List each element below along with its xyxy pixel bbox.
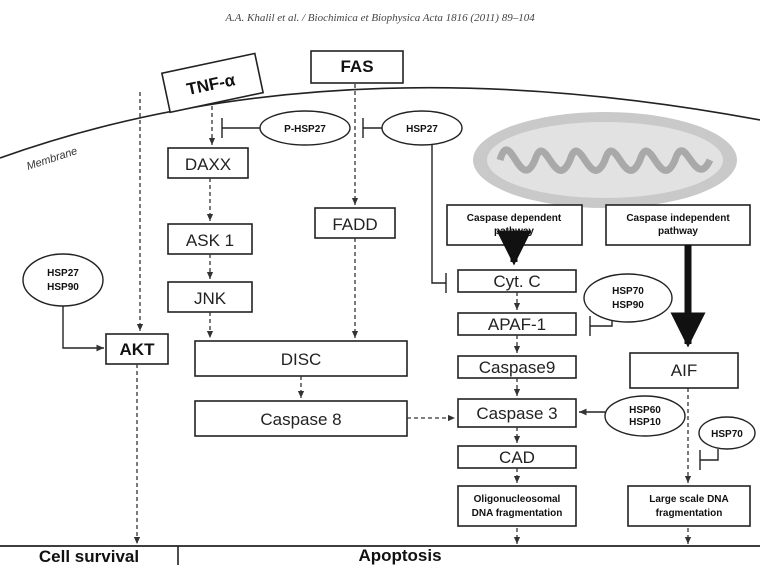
oligo-line2: DNA fragmentation: [472, 508, 563, 519]
tnf-alpha-receptor: TNF-α: [160, 52, 265, 114]
ask1-label: ASK 1: [186, 231, 234, 250]
aif-hsp70-label: HSP70: [711, 429, 743, 440]
fas-label: FAS: [340, 57, 373, 76]
large-fragmentation-box: [627, 485, 751, 527]
daxx-label: DAXX: [185, 155, 231, 174]
citation-header: A.A. Khalil et al. / Biochimica et Bioph…: [224, 12, 535, 24]
hsp27-fadd-inhibit-line: [362, 118, 382, 138]
large-frag-line2: fragmentation: [656, 508, 723, 519]
hsp-apaf1-inhibit-line: [589, 316, 613, 336]
oligo-fragmentation-box: [457, 485, 577, 527]
akt-box: [105, 333, 169, 365]
jnk-box: [167, 281, 253, 313]
cytc-label: Cyt. C: [493, 272, 540, 291]
caspase-dependent-line1: Caspase dependent: [467, 213, 562, 224]
cell-survival-label: Cell survival: [39, 547, 139, 565]
akt-hsp27-label: HSP27: [47, 268, 79, 279]
p-hsp27-label: P-HSP27: [284, 124, 326, 135]
aif-hsp70-oval: [698, 416, 756, 450]
akt-label: AKT: [120, 340, 156, 359]
caspase9-label: Caspase9: [479, 358, 556, 377]
akt-hsp-oval: [22, 253, 104, 307]
caspase3-hsp60-label: HSP60: [629, 405, 661, 416]
apaf-hsp90-label: HSP90: [612, 300, 644, 311]
caspase3-hsp-oval: [604, 395, 686, 437]
fas-receptor: FAS: [310, 50, 404, 84]
hsp27-label: HSP27: [406, 124, 438, 135]
caspase8-box: [194, 400, 408, 437]
aif-label: AIF: [671, 361, 697, 380]
jnk-label: JNK: [194, 289, 227, 308]
apaf1-label: APAF-1: [488, 315, 546, 334]
disc-label: DISC: [281, 350, 322, 369]
fadd-label: FADD: [332, 215, 377, 234]
large-frag-line1: Large scale DNA: [649, 494, 728, 505]
caspase-dependent-line2: pathway: [494, 226, 534, 237]
caspase-dependent-box: [446, 204, 583, 246]
cad-label: CAD: [499, 448, 535, 467]
caspase-independent-line2: pathway: [658, 226, 698, 237]
caspase-independent-box: [605, 204, 751, 246]
mitochondrion-icon: [473, 112, 737, 208]
oligo-line1: Oligonucleosomal: [474, 494, 561, 505]
p-hsp27-inhibit-line: [221, 118, 260, 138]
hsp70-aif-inhibit-line: [699, 449, 719, 470]
apoptosis-label: Apoptosis: [358, 546, 441, 565]
caspase3-label: Caspase 3: [476, 404, 557, 423]
apaf-hsp-oval: [583, 273, 673, 323]
membrane-label: Membrane: [25, 145, 79, 173]
hsp-to-akt-arrow: [62, 306, 104, 352]
caspase-independent-line1: Caspase independent: [626, 213, 730, 224]
aif-box: [629, 352, 739, 389]
daxx-box: [167, 147, 249, 179]
caspase3-hsp10-label: HSP10: [629, 417, 661, 428]
caspase8-label: Caspase 8: [260, 410, 341, 429]
fadd-box: [314, 207, 396, 239]
apaf-hsp70-label: HSP70: [612, 286, 644, 297]
akt-hsp90-label: HSP90: [47, 282, 79, 293]
hsp27-cytc-inhibit-line: [431, 145, 447, 293]
caspase3-box: [457, 398, 577, 428]
membrane-line: [0, 86, 760, 159]
